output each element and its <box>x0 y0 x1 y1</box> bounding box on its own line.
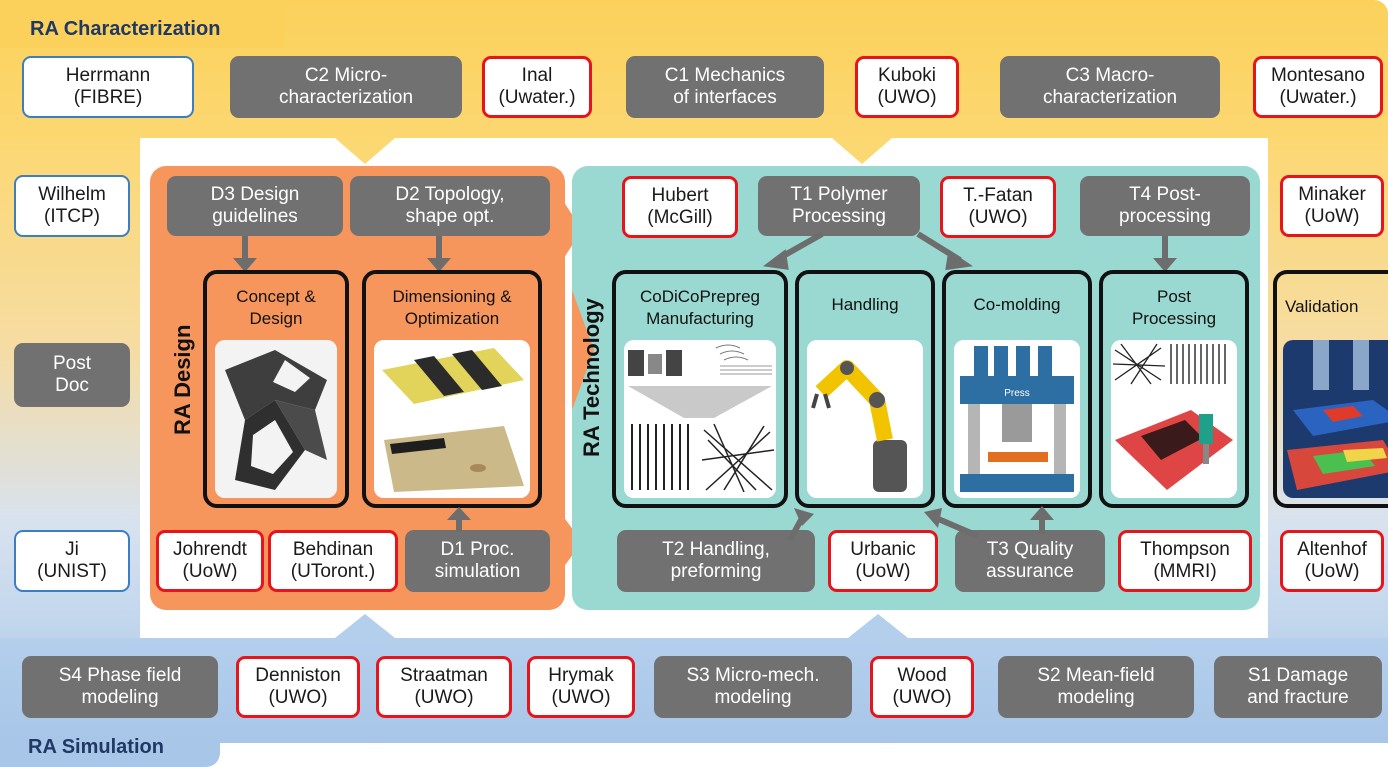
handling-frame: Handling <box>795 270 935 508</box>
simulation-band-tab <box>0 735 220 767</box>
concept-design-title: Concept & Design <box>236 287 316 328</box>
codico-image <box>624 340 776 498</box>
herrmann-box: Herrmann (FIBRE) <box>22 56 194 118</box>
bottom-funnel-right <box>848 614 908 638</box>
concept-design-frame: Concept & Design <box>203 270 349 508</box>
comolding-frame: Co-molding Press <box>942 270 1092 508</box>
design-label: RA Design <box>170 324 195 435</box>
s4-phase-field-box: S4 Phase field modeling <box>22 656 218 718</box>
t1-polymer-processing-box: T1 Polymer Processing <box>758 176 920 236</box>
characterization-title: RA Characterization <box>30 18 221 40</box>
arrow-d1-dimensioning <box>447 507 471 532</box>
wilhelm-box: Wilhelm (ITCP) <box>14 175 130 237</box>
inal-box: Inal (Uwater.) <box>482 56 592 118</box>
codico-frame: CoDiCoPrepreg Manufacturing <box>612 270 788 508</box>
validation-title: Validation <box>1285 297 1359 316</box>
kuboki-box: Kuboki (UWO) <box>855 56 959 118</box>
dimensioning-title: Dimensioning & Optimization <box>392 287 512 328</box>
validation-frame: Validation <box>1273 270 1388 508</box>
technology-label: RA Technology <box>579 298 604 457</box>
top-funnel-right <box>832 138 892 164</box>
t3-quality-assurance-box: T3 Quality assurance <box>955 530 1105 592</box>
s2-mean-field-box: S2 Mean-field modeling <box>998 656 1194 718</box>
thompson-box: Thompson (MMRI) <box>1118 530 1252 592</box>
arrow-d3-concept <box>233 236 257 272</box>
post-processing-title: Post Processing <box>1131 287 1217 328</box>
top-funnel-left <box>335 138 395 164</box>
handling-title: Handling <box>831 295 899 314</box>
technology-notch <box>572 290 594 410</box>
post-processing-frame: Post Processing <box>1099 270 1249 508</box>
arrow-d2-dimensioning <box>427 236 451 272</box>
d1-proc-simulation-box: D1 Proc. simulation <box>405 530 550 592</box>
press-label: Press <box>1004 388 1030 399</box>
post-processing-image <box>1111 340 1237 498</box>
c2-micro-characterization-box: C2 Micro- characterization <box>230 56 462 118</box>
montesano-box: Montesano (Uwater.) <box>1253 56 1383 118</box>
concept-design-image <box>215 340 337 498</box>
simulation-title: RA Simulation <box>28 736 164 758</box>
arrows-t1 <box>763 231 973 271</box>
altenhof-box: Altenhof (UoW) <box>1280 530 1384 592</box>
minaker-box: Minaker (UoW) <box>1280 175 1384 237</box>
dimensioning-frame: Dimensioning & Optimization <box>362 270 542 508</box>
codico-title: CoDiCoPrepreg Manufacturing <box>640 287 760 328</box>
bottom-funnel-left <box>335 614 395 638</box>
ji-box: Ji (UNIST) <box>14 530 130 592</box>
straatman-box: Straatman (UWO) <box>376 656 512 718</box>
post-doc-box: Post Doc <box>14 343 130 407</box>
d2-topology-box: D2 Topology, shape opt. <box>350 176 550 236</box>
t2-handling-preforming-box: T2 Handling, preforming <box>617 530 815 592</box>
johrendt-box: Johrendt (UoW) <box>156 530 264 592</box>
tfatan-box: T.-Fatan (UWO) <box>940 176 1056 238</box>
dimensioning-image <box>374 340 530 498</box>
denniston-box: Denniston (UWO) <box>236 656 360 718</box>
arrow-t4-post <box>1153 236 1177 272</box>
c3-macro-characterization-box: C3 Macro- characterization <box>1000 56 1220 118</box>
hrymak-box: Hrymak (UWO) <box>527 656 635 718</box>
s1-damage-fracture-box: S1 Damage and fracture <box>1214 656 1382 718</box>
behdinan-box: Behdinan (UToront.) <box>268 530 398 592</box>
arrows-t2-t3 <box>787 506 1054 542</box>
wood-box: Wood (UWO) <box>870 656 974 718</box>
hubert-box: Hubert (McGill) <box>622 176 738 238</box>
urbanic-box: Urbanic (UoW) <box>828 530 938 592</box>
characterization-band-tab <box>0 0 285 48</box>
d3-design-guidelines-box: D3 Design guidelines <box>167 176 343 236</box>
handling-robot-image <box>807 340 923 498</box>
validation-image <box>1283 340 1388 498</box>
comolding-title: Co-molding <box>973 295 1061 314</box>
s3-micro-mech-box: S3 Micro-mech. modeling <box>654 656 852 718</box>
comolding-press-image: Press <box>954 340 1080 498</box>
t4-post-processing-box: T4 Post- processing <box>1080 176 1250 236</box>
c1-mechanics-box: C1 Mechanics of interfaces <box>626 56 824 118</box>
